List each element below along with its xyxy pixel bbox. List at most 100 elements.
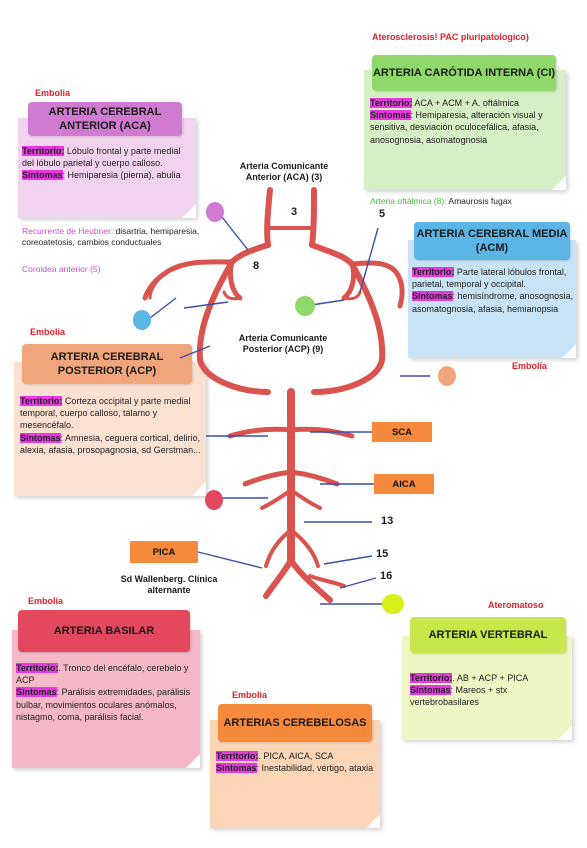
label-5: 5 — [379, 208, 386, 220]
sintomas-label: Síntomas — [412, 291, 453, 302]
acm-title: ARTERIA CEREBRAL MEDIA (ACM) — [414, 222, 570, 260]
vertebral-sintomas: : Mareos + stx vertebrobasilares — [410, 685, 508, 708]
wallenberg-label: Sd Wallenberg. Clínica alternante — [120, 574, 218, 595]
acp-marker-dot — [438, 366, 456, 386]
basilar-note — [12, 630, 200, 768]
aca-territorio: Lóbulo frontal y parte medial del lóbulo… — [22, 146, 181, 169]
page-fold — [366, 814, 380, 828]
acp-title: ARTERIA CEREBRAL POSTERIOR (ACP) — [22, 344, 192, 384]
right-aca-vessel — [309, 187, 317, 248]
ci-description: Territorio: ACA + ACM + A. oftálmica Sín… — [370, 97, 562, 146]
territorio-label: Territorio: — [410, 673, 453, 683]
page-fold — [562, 344, 576, 358]
right-posterior-communicating — [311, 261, 386, 395]
oftalmica-note: Arteria oftálmica (8): Amaurosis fugax — [370, 196, 585, 207]
territorio-label: Territorio: — [20, 396, 63, 406]
left-sca-vessel — [227, 426, 294, 439]
ci-etiology-tag: Aterosclerosis! PAC pluripatologico) — [372, 32, 529, 42]
label-16: 16 — [380, 570, 393, 582]
cerebelosas-territorio: . PICA, AICA, SCA — [258, 751, 334, 761]
acm-description: Territorio: Parte lateral lóbulos fronta… — [412, 266, 574, 315]
connector-acp — [179, 345, 211, 359]
heubner-text: disartria, hemiparesia, coreoatetosis, c… — [22, 226, 200, 247]
vertebral-territorio: . AB + ACP + PICA — [452, 673, 529, 683]
connector-5 — [359, 227, 379, 293]
cerebelosas-description: Territorio:. PICA, AICA, SCA Síntomas: I… — [216, 750, 376, 774]
connector-coroidea — [149, 297, 177, 319]
acm-etiology-tag: Embolia — [512, 361, 548, 371]
territorio-label: Territorio: — [16, 663, 59, 673]
ci-marker-dot — [295, 296, 315, 316]
aca-etiology-tag: Embolia — [35, 88, 71, 98]
territorio-label: Territorio: — [370, 98, 413, 108]
vertebral-description: Territorio:. AB + ACP + PICA Síntomas: M… — [410, 672, 570, 709]
aica-box: AICA — [374, 474, 434, 494]
right-aica-vessel — [288, 469, 340, 487]
ci-title: ARTERIA CARÓTIDA INTERNA (CI) — [372, 55, 556, 91]
sintomas-label: Síntomas — [20, 432, 61, 443]
left-posterior-communicating — [196, 259, 271, 395]
basilar-etiology-tag: Embolia — [28, 596, 64, 606]
coroidea-note: Coroidea anterior (5) — [22, 264, 101, 274]
connector-8 — [183, 301, 229, 309]
label-15: 15 — [376, 548, 389, 560]
acp-territorio: Corteza occipital y parte medial tempora… — [20, 396, 191, 431]
connector-heubner — [217, 211, 249, 251]
territorio-label: Territorio: — [22, 146, 65, 156]
territorio-label: Territorio: — [216, 751, 259, 761]
right-aca-to-ica — [309, 242, 355, 267]
page-fold — [186, 754, 200, 768]
acm-sintomas: : hemisíndrome, anosognosia, asomatognos… — [412, 291, 574, 314]
aca-description: Territorio: Lóbulo frontal y parte media… — [22, 145, 192, 182]
left-aca-vessel — [264, 187, 273, 248]
comunicante-posterior-label: Arteria Comunicante Posterior (ACP) (9) — [238, 333, 328, 354]
page-fold — [552, 176, 566, 190]
connector-15 — [323, 555, 373, 565]
comunicante-anterior-label: Arteria Comunicante Anterior (ACA) (3) — [239, 161, 329, 182]
acp-sintomas: : Amnesia, ceguera cortical, delirio, al… — [20, 432, 201, 455]
label-3: 3 — [291, 206, 298, 218]
label-13: 13 — [381, 515, 394, 527]
sintomas-label: Síntomas — [216, 763, 257, 774]
acm-territorio: Parte lateral lóbulos frontal, parietal,… — [412, 267, 567, 290]
aca-marker-dot — [206, 202, 224, 222]
pica-box: PICA — [130, 541, 198, 563]
basilar-sintomas: : Parálisis extremidades, parálisis bulb… — [16, 687, 191, 722]
page-fold — [182, 204, 196, 218]
sca-box: SCA — [372, 422, 432, 442]
heubner-note: Recurrente de Heubner: disartria, hemipa… — [22, 226, 212, 248]
right-sca-vessel — [288, 426, 355, 439]
aca-title: ARTERIA CEREBRAL ANTERIOR (ACA) — [28, 102, 182, 136]
cerebelosas-sintomas: : Inestabilidad, vértigo, ataxia — [256, 763, 374, 774]
oftalmica-text: Amaurosis fugax — [446, 196, 512, 206]
vertebral-marker-dot — [382, 594, 404, 614]
acp-etiology-tag: Embolia — [30, 327, 66, 337]
ci-territorio: ACA + ACM + A. oftálmica — [412, 98, 519, 108]
vertebral-etiology-tag: Ateromatoso — [488, 600, 544, 610]
basilar-territorio: . Tronco del encéfalo, cerebelo y ACP — [16, 663, 189, 686]
sintomas-label: Síntomas — [22, 170, 63, 181]
connector-pica — [197, 551, 263, 569]
sintomas-label: Síntomas — [16, 687, 57, 698]
ci-sintomas: : Hemiparesia, alteración visual y sensi… — [370, 110, 543, 145]
coroidea-marker-dot — [133, 310, 151, 330]
right-pica-vessel — [289, 528, 320, 568]
acp-note — [14, 362, 206, 496]
cerebelosas-etiology-tag: Embolia — [232, 690, 268, 700]
basilar-marker-dot — [205, 490, 223, 510]
acp-description: Territorio: Corteza occipital y parte me… — [20, 395, 202, 456]
sintomas-label: Síntomas — [370, 110, 411, 121]
basilar-description: Territorio:. Tronco del encéfalo, cerebe… — [16, 662, 196, 723]
oftalmica-label: Arteria oftálmica (8): — [370, 196, 447, 206]
page-fold — [558, 726, 572, 740]
heubner-label: Recurrente de Heubner: — [22, 226, 114, 236]
aca-sintomas: : Hemiparesia (pierna), abulia — [62, 170, 181, 181]
connector-16 — [339, 577, 377, 589]
left-pica-vessel — [264, 528, 293, 568]
left-aica-vessel — [242, 469, 294, 487]
left-aca-to-ica — [229, 242, 271, 265]
territorio-label: Territorio: — [412, 267, 455, 277]
sintomas-label: Síntomas — [410, 685, 451, 696]
page-fold — [192, 482, 206, 496]
